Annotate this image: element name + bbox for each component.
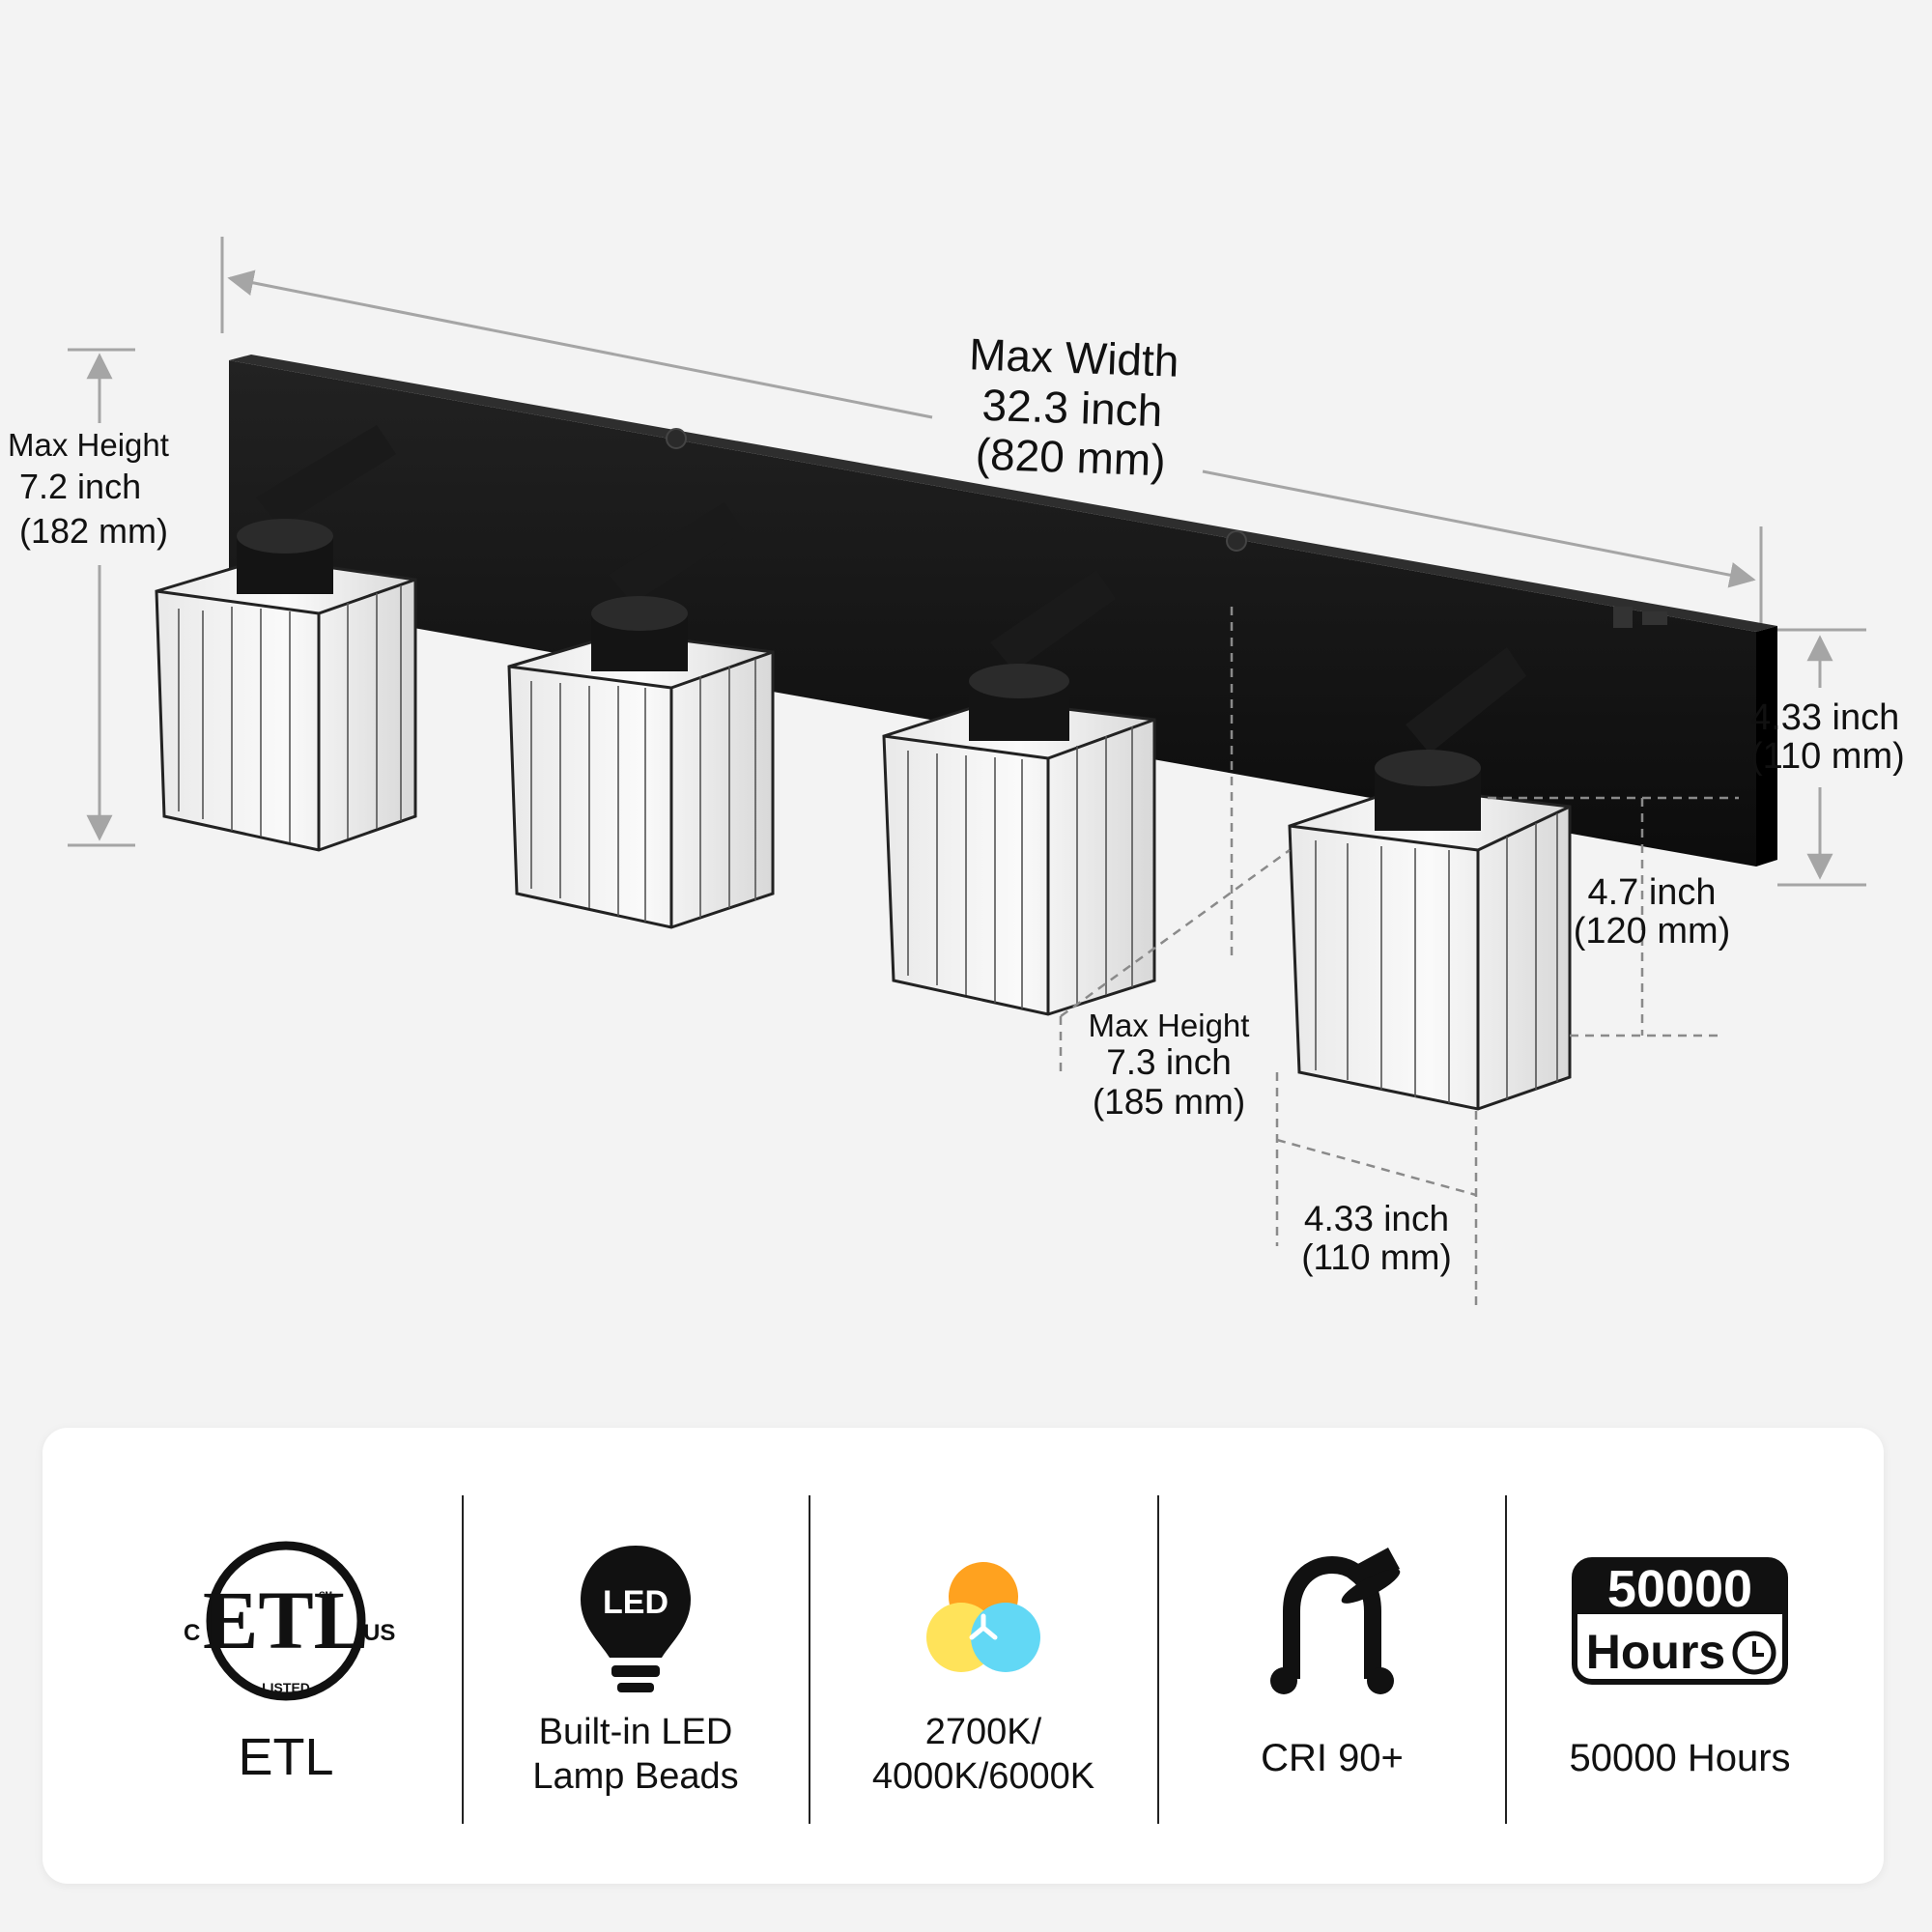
svg-text:CM: CM: [319, 1590, 332, 1600]
feature-etl-line-1: ETL: [238, 1728, 334, 1786]
feature-cri-label: CRI 90+: [1158, 1737, 1506, 1780]
svg-text:US: US: [363, 1620, 395, 1646]
feature-etl: ETL C US LISTED CM ETL: [112, 1428, 460, 1884]
svg-text:C: C: [184, 1620, 200, 1646]
backplate-height-label: 4.33 inch (110 mm): [1750, 697, 1932, 777]
light-fixture-illustration: [68, 237, 1866, 1309]
dimension-dashed-leaders: [1059, 607, 1739, 1309]
max-height-left-mm: (182 mm): [19, 511, 169, 552]
features-panel: ETL C US LISTED CM ETL LED: [43, 1428, 1884, 1884]
shade-depth-mm: (120 mm): [1573, 911, 1731, 952]
svg-text:ETL: ETL: [203, 1574, 369, 1666]
feature-lifespan: 50000 Hours 50000 Hours: [1506, 1428, 1854, 1884]
svg-text:LED: LED: [603, 1584, 668, 1621]
feature-lifespan-line-1: 50000 Hours: [1569, 1737, 1791, 1779]
svg-text:Hours: Hours: [1586, 1625, 1725, 1679]
feature-color-temperature: 2700K/ 4000K/6000K: [810, 1428, 1157, 1884]
max-width-label: Max Width 32.3 inch (820 mm): [910, 327, 1234, 488]
feature-cri: CRI 90+: [1158, 1428, 1506, 1884]
max-height-left-label: Max Height 7.2 inch (182 mm): [8, 427, 206, 552]
feature-divider-1: [462, 1495, 464, 1824]
backplate-height-mm: (110 mm): [1750, 735, 1905, 777]
max-height-left-dimension-line: [68, 348, 135, 847]
feature-divider-3: [1157, 1495, 1159, 1824]
shade-width-inch: 4.33 inch: [1303, 1199, 1450, 1238]
max-height-left-title: Max Height: [8, 427, 169, 463]
feature-divider-2: [809, 1495, 810, 1824]
shade-depth-inch: 4.7 inch: [1587, 872, 1717, 913]
feature-etl-label: ETL: [112, 1727, 460, 1787]
feature-led: LED Built-in LED Lamp Beads: [462, 1428, 810, 1884]
feature-color-temperature-label: 2700K/ 4000K/6000K: [810, 1710, 1157, 1800]
crystal-shade-4: [1288, 647, 1572, 1111]
lifespan-icon: 50000 Hours: [1506, 1524, 1854, 1718]
feature-lifespan-label: 50000 Hours: [1506, 1737, 1854, 1780]
svg-text:50000: 50000: [1607, 1560, 1752, 1618]
max-height-right-mm: (185 mm): [1092, 1081, 1246, 1122]
led-bulb-icon: LED: [462, 1524, 810, 1718]
back-plate: [229, 355, 1777, 867]
max-height-right-label: Max Height 7.3 inch (185 mm): [1067, 1008, 1270, 1122]
feature-led-line-1: Built-in LED: [538, 1712, 733, 1752]
svg-text:LISTED: LISTED: [262, 1680, 310, 1695]
feature-cri-line-1: CRI 90+: [1261, 1737, 1404, 1779]
max-height-left-inch: 7.2 inch: [19, 466, 142, 506]
shade-depth-label: 4.7 inch (120 mm): [1555, 873, 1748, 952]
backplate-height-inch: 4.33 inch: [1750, 697, 1900, 738]
feature-led-label: Built-in LED Lamp Beads: [462, 1710, 810, 1800]
shade-width-mm: (110 mm): [1301, 1236, 1452, 1277]
etl-listed-icon: ETL C US LISTED CM: [112, 1524, 460, 1718]
max-height-right-inch: 7.3 inch: [1106, 1042, 1232, 1083]
crystal-shade-3: [882, 570, 1156, 1016]
feature-color-temperature-line-1: 2700K/: [924, 1712, 1042, 1752]
backplate-height-dimension-line: [1777, 628, 1866, 887]
feature-led-line-2: Lamp Beads: [532, 1756, 739, 1798]
shade-width-label: 4.33 inch (110 mm): [1280, 1200, 1473, 1277]
feature-divider-4: [1505, 1495, 1507, 1824]
crystal-shade-1: [155, 425, 417, 852]
color-temperature-icon: [810, 1524, 1157, 1718]
feature-color-temperature-line-2: 4000K/6000K: [871, 1756, 1095, 1798]
max-width-dimension-line: [220, 237, 1763, 628]
crystal-shade-2: [507, 502, 775, 929]
cri-icon: [1158, 1524, 1506, 1718]
max-height-right-title: Max Height: [1088, 1008, 1250, 1043]
